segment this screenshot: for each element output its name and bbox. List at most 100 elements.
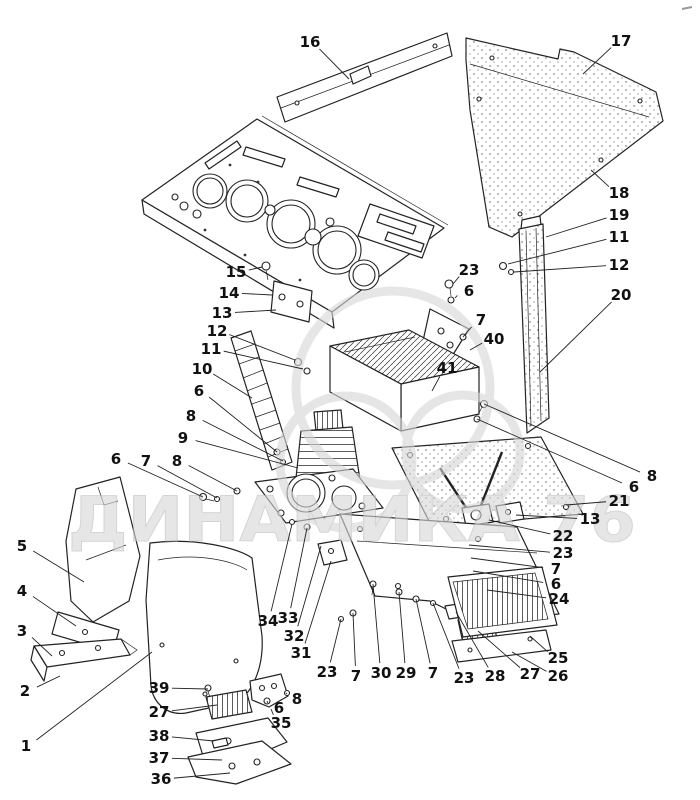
part-number-label: 23 bbox=[317, 663, 338, 681]
diagram-shape bbox=[330, 330, 479, 384]
leader-line bbox=[454, 295, 458, 299]
leader-line bbox=[513, 265, 607, 273]
diagram-shape bbox=[277, 509, 285, 517]
diagram-shape bbox=[157, 556, 248, 571]
diagram-shape bbox=[211, 737, 229, 749]
part-16-rear-top-strip bbox=[276, 32, 453, 123]
part-number-label: 10 bbox=[192, 360, 213, 378]
leader-line bbox=[468, 544, 551, 553]
part-number-label: 4 bbox=[17, 582, 27, 600]
diagram-shape bbox=[242, 146, 286, 168]
diagram-shape bbox=[85, 544, 127, 561]
diagram-shape bbox=[352, 263, 376, 287]
diagram-shape bbox=[230, 184, 264, 218]
part-14-15-support-bracket bbox=[261, 261, 313, 323]
diagram-shape bbox=[261, 261, 271, 271]
diagram-shape bbox=[258, 684, 266, 692]
leader-line bbox=[431, 376, 441, 392]
part-number-label: 6 bbox=[111, 450, 121, 468]
diagram-shape bbox=[205, 498, 215, 502]
part-number-label: 6 bbox=[629, 478, 639, 496]
diagram-shape bbox=[204, 684, 212, 692]
leader-line bbox=[565, 501, 607, 506]
diagram-shape bbox=[203, 228, 207, 232]
diagram-shape bbox=[270, 280, 313, 323]
leader-line bbox=[590, 169, 610, 187]
diagram-shape bbox=[266, 485, 274, 493]
diagram-shape bbox=[376, 213, 417, 235]
diagram-shape bbox=[451, 629, 552, 663]
diagram-shape bbox=[384, 231, 425, 253]
diagram-shape bbox=[476, 96, 482, 102]
part-number-label: 5 bbox=[17, 537, 27, 555]
part-number-label: 21 bbox=[609, 492, 630, 510]
part-number-label: 7 bbox=[476, 311, 486, 329]
diagram-shape bbox=[327, 547, 335, 555]
diagram-shape bbox=[317, 230, 357, 270]
diagram-shape bbox=[94, 644, 102, 652]
part-number-label: 33 bbox=[278, 609, 299, 627]
leader-line bbox=[511, 651, 547, 672]
part-number-label: 8 bbox=[172, 452, 182, 470]
part-number-label: 36 bbox=[151, 770, 172, 788]
part-number-label: 27 bbox=[149, 703, 170, 721]
diagram-shape bbox=[535, 227, 542, 422]
part-number-label: 1 bbox=[21, 737, 31, 755]
leader-line bbox=[208, 396, 278, 453]
leader-line bbox=[157, 465, 218, 499]
part-number-label: 6 bbox=[194, 382, 204, 400]
part-26-plate bbox=[451, 629, 552, 663]
part-number-label: 11 bbox=[201, 340, 222, 358]
part-number-label: 7 bbox=[551, 560, 561, 578]
diagram-shape bbox=[204, 140, 242, 170]
leader-line bbox=[529, 635, 549, 653]
leader-line bbox=[223, 350, 304, 370]
diagram-shape bbox=[444, 279, 454, 289]
leader-line bbox=[173, 772, 231, 779]
leader-line bbox=[290, 527, 308, 609]
watermark-text: ДИНАМИКА 76 bbox=[68, 483, 636, 556]
part-number-label: 20 bbox=[611, 286, 632, 304]
diagram-shape bbox=[259, 422, 281, 431]
diagram-shape bbox=[371, 586, 374, 596]
diagram-shape bbox=[637, 98, 643, 104]
diagram-shape bbox=[202, 691, 208, 697]
part-number-label: 34 bbox=[258, 612, 279, 630]
diagram-shape bbox=[145, 540, 263, 714]
diagram-shape bbox=[325, 217, 335, 227]
leader-line bbox=[372, 583, 381, 664]
diagram-shape bbox=[255, 409, 277, 418]
diagram-shape bbox=[517, 211, 523, 217]
leader-line bbox=[415, 598, 431, 664]
part-number-label: 19 bbox=[609, 206, 630, 224]
part-number-label: 2 bbox=[20, 682, 30, 700]
leader-line bbox=[32, 596, 77, 627]
part-number-label: 7 bbox=[428, 664, 438, 682]
leader-line bbox=[452, 276, 460, 285]
part-number-label: 26 bbox=[548, 667, 569, 685]
diagram-shape bbox=[453, 573, 548, 629]
diagram-shape bbox=[261, 115, 449, 226]
diagram-shape bbox=[296, 176, 340, 198]
diagram-shape bbox=[251, 396, 273, 405]
leader-line bbox=[486, 589, 547, 599]
part-number-label: 28 bbox=[485, 667, 506, 685]
leader-line bbox=[270, 523, 293, 612]
diagram-shape bbox=[270, 682, 278, 690]
watermark-circle bbox=[401, 390, 525, 514]
part-number-label: 8 bbox=[186, 407, 196, 425]
part-number-label: 3 bbox=[17, 622, 27, 640]
diagram-shape bbox=[97, 486, 119, 506]
part-31-32-bracket bbox=[317, 539, 348, 566]
diagram-shape bbox=[447, 296, 455, 304]
part-1-side-cover bbox=[145, 540, 263, 714]
part-number-label: 8 bbox=[647, 467, 657, 485]
diagram-shape bbox=[249, 673, 289, 708]
part-number-label: 32 bbox=[284, 627, 305, 645]
diagram-shape bbox=[81, 628, 89, 636]
leader-line bbox=[266, 700, 269, 704]
leader-line bbox=[229, 334, 296, 361]
leader-line bbox=[432, 602, 460, 669]
part-2-3-angle-bracket bbox=[30, 638, 138, 682]
diagram-shape bbox=[562, 503, 570, 511]
